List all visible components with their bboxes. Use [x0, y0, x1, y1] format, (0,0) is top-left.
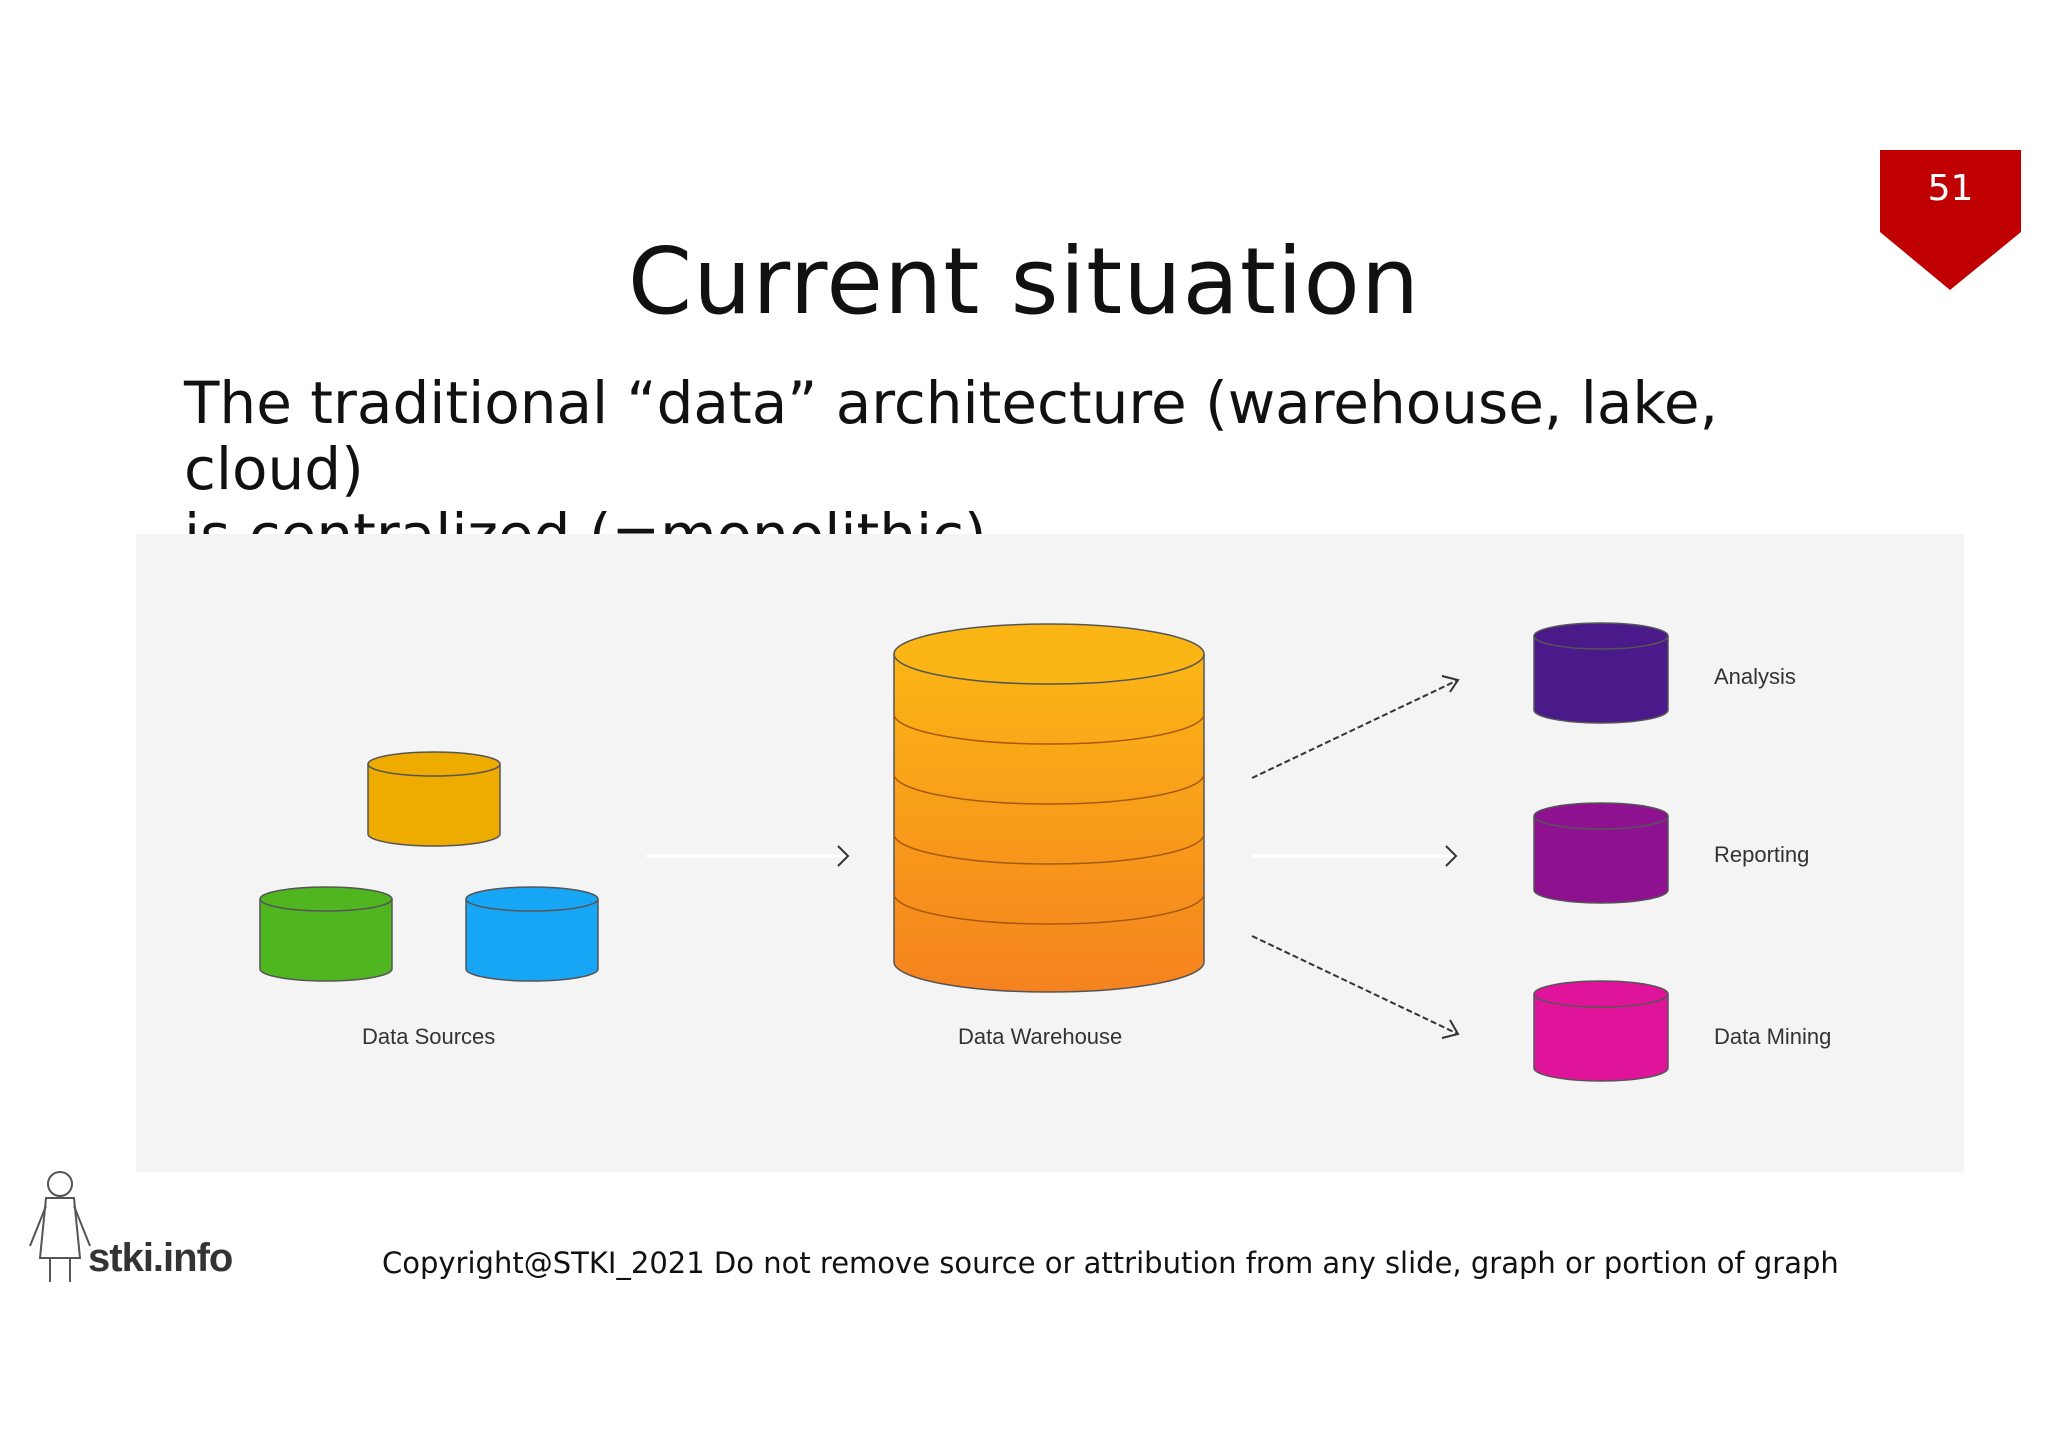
slide-title: Current situation [627, 228, 1421, 335]
diagram-canvas [259, 622, 1669, 1082]
warehouse-db [893, 623, 1205, 993]
copyright-text: Copyright@STKI_2021 Do not remove source… [382, 1246, 1839, 1280]
arrow-to-data-mining [1251, 935, 1460, 1039]
source-db-green [259, 886, 393, 982]
output-db-analysis [1533, 622, 1669, 724]
logo-text: stki.info [88, 1236, 233, 1280]
arrow-to-reporting [1252, 845, 1458, 867]
source-db-yellow [367, 751, 501, 847]
arrow-to-analysis [1251, 675, 1460, 779]
person-icon [29, 1171, 91, 1282]
page-number: 51 [1927, 168, 1974, 209]
arrow-sources-to-warehouse [646, 845, 850, 867]
output-db-reporting [1533, 802, 1669, 904]
analysis-label: Analysis [1714, 664, 1796, 689]
stki-logo: stki.info [20, 1166, 240, 1292]
reporting-label: Reporting [1714, 842, 1810, 867]
source-db-blue [465, 886, 599, 982]
data-sources-label: Data Sources [362, 1024, 496, 1049]
data-warehouse-label: Data Warehouse [958, 1024, 1123, 1049]
subtitle-line-1: The traditional “data” architecture (war… [184, 369, 1719, 503]
data-mining-label: Data Mining [1714, 1024, 1832, 1049]
architecture-diagram: Data Sources Data Warehouse Analysis Rep… [136, 534, 1964, 1172]
badge-shape [1880, 150, 2021, 290]
output-db-data-mining [1533, 980, 1669, 1082]
page-number-badge: 51 [1880, 150, 2021, 290]
